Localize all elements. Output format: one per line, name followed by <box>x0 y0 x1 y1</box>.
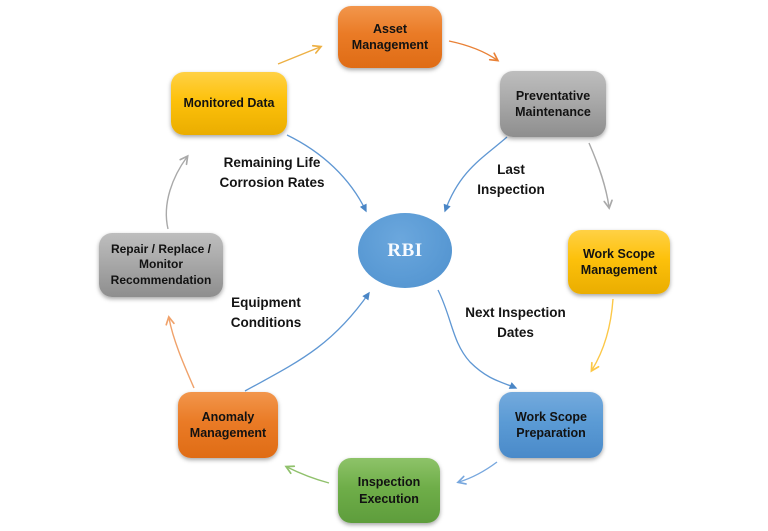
node-asset-management: Asset Management <box>338 6 442 68</box>
arrow-preventative-maintenance-to-work-scope-management <box>588 142 613 210</box>
node-preventative-maintenance: Preventative Maintenance <box>500 71 606 137</box>
arrow-asset-management-to-preventative-maintenance <box>448 40 500 62</box>
arrow-preventative-maintenance-to-rbi <box>443 136 508 213</box>
label-last-inspection: Last Inspection <box>477 162 545 197</box>
arrow-work-scope-management-to-work-scope-preparation <box>590 298 614 373</box>
arrow-monitored-data-to-rbi <box>286 134 367 213</box>
node-anomaly-management: Anomaly Management <box>178 392 278 458</box>
arrow-monitored-data-to-asset-management <box>277 44 323 65</box>
label-equipment-conditions: Equipment Conditions <box>230 295 302 330</box>
arrow-work-scope-preparation-to-inspection-execution <box>456 461 498 485</box>
node-inspection-execution: Inspection Execution <box>338 458 440 523</box>
arrow-anomaly-management-to-repair-replace-monitor <box>165 315 195 389</box>
node-work-scope-preparation: Work Scope Preparation <box>499 392 603 458</box>
arrow-inspection-execution-to-anomaly-management <box>284 465 330 484</box>
node-work-scope-management: Work Scope Management <box>568 230 670 294</box>
rbi-hub: RBI <box>358 213 452 288</box>
arrow-repair-replace-monitor-to-monitored-data <box>165 154 189 230</box>
label-next-inspection-dates: Next Inspection Dates <box>465 305 566 340</box>
label-remaining-life-corrosion-rates: Remaining Life Corrosion Rates <box>219 155 325 190</box>
node-monitored-data: Monitored Data <box>171 72 287 135</box>
arrow-rbi-to-work-scope-preparation <box>437 289 518 389</box>
arrow-anomaly-management-to-rbi <box>244 291 370 392</box>
node-repair-replace-monitor-recommendation: Repair / Replace / Monitor Recommendatio… <box>99 233 223 297</box>
